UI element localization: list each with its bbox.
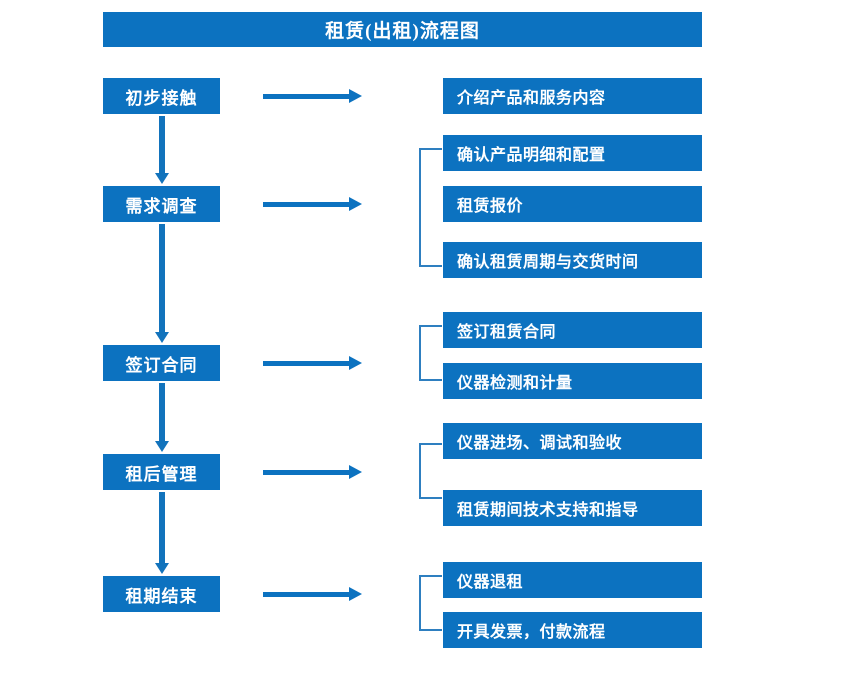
stage-box-3[interactable]: 签订合同 (103, 345, 220, 381)
stage-box-2[interactable]: 需求调查 (103, 186, 220, 222)
group-bracket-3 (419, 325, 442, 381)
detail-box-4[interactable]: 确认租赁周期与交货时间 (443, 242, 702, 278)
flow-arrow-right-5 (263, 587, 362, 601)
detail-box-8[interactable]: 租赁期间技术支持和指导 (443, 490, 702, 526)
detail-box-5[interactable]: 签订租赁合同 (443, 312, 702, 348)
flow-arrow-right-4 (263, 465, 362, 479)
stage-box-5[interactable]: 租期结束 (103, 576, 220, 612)
detail-box-6[interactable]: 仪器检测和计量 (443, 363, 702, 399)
stage-box-1[interactable]: 初步接触 (103, 78, 220, 114)
flow-arrow-down-3 (155, 383, 169, 452)
detail-box-3[interactable]: 租赁报价 (443, 186, 702, 222)
detail-box-1[interactable]: 介绍产品和服务内容 (443, 78, 702, 114)
detail-box-7[interactable]: 仪器进场、调试和验收 (443, 423, 702, 459)
stage-box-4[interactable]: 租后管理 (103, 454, 220, 490)
flow-arrow-down-4 (155, 492, 169, 574)
flow-arrow-right-3 (263, 356, 362, 370)
group-bracket-5 (419, 575, 442, 631)
detail-box-10[interactable]: 开具发票，付款流程 (443, 612, 702, 648)
detail-box-9[interactable]: 仪器退租 (443, 562, 702, 598)
flow-arrow-down-1 (155, 116, 169, 184)
flow-arrow-right-1 (263, 89, 362, 103)
group-bracket-2 (419, 148, 442, 267)
detail-box-2[interactable]: 确认产品明细和配置 (443, 135, 702, 171)
flow-arrow-down-2 (155, 224, 169, 343)
group-bracket-4 (419, 443, 442, 499)
diagram-title: 租赁(出租)流程图 (103, 12, 702, 47)
flow-arrow-right-2 (263, 197, 362, 211)
